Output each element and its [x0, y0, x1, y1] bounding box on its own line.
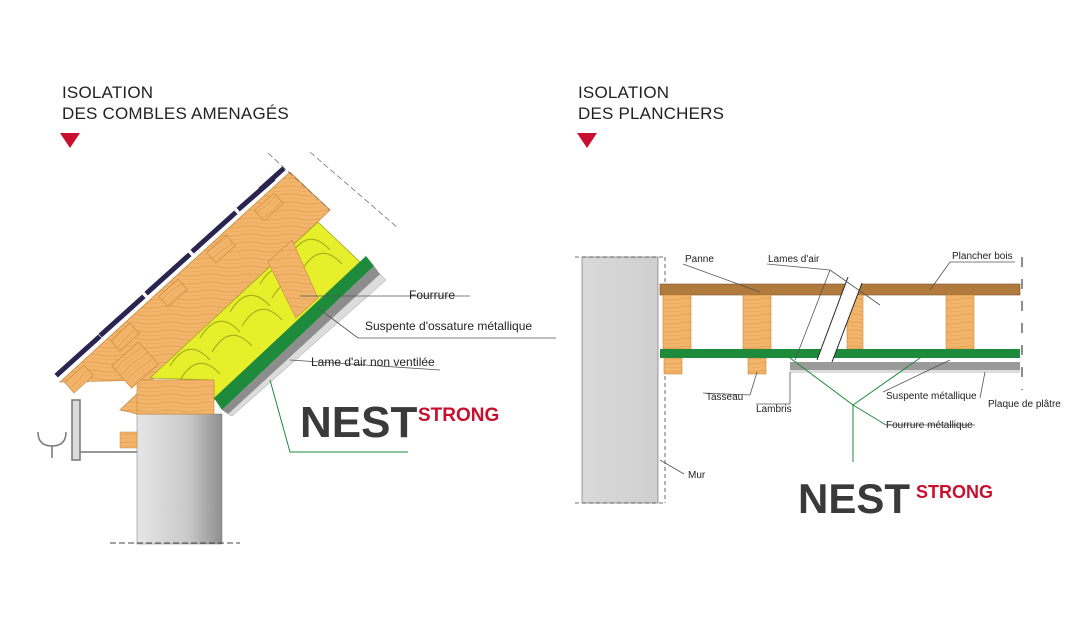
label-fourrure-metallique: Fourrure métallique — [886, 420, 973, 431]
down-triangle-icon — [577, 133, 597, 148]
label-lame-air: Lame d'air non ventilée — [311, 355, 435, 369]
label-suspente: Suspente d'ossature métallique — [365, 319, 532, 333]
floor-board — [659, 283, 1021, 296]
label-plaque-platre: Plaque de plâtre — [988, 399, 1061, 410]
left-brand-name: NEST — [300, 398, 417, 447]
left-heading-line2: DES COMBLES AMENAGÉS — [62, 104, 289, 123]
right-wall — [581, 256, 659, 504]
right-heading: ISOLATION DES PLANCHERS — [578, 82, 724, 124]
label-mur: Mur — [688, 470, 706, 481]
green-membrane — [214, 256, 374, 410]
label-lambris: Lambris — [756, 404, 792, 415]
left-wall — [136, 413, 223, 545]
label-tasseau: Tasseau — [706, 392, 743, 403]
floor-green-membrane — [660, 349, 1020, 358]
label-lames-air: Lames d'air — [768, 254, 820, 265]
gutter-icon — [37, 399, 137, 461]
left-heading: ISOLATION DES COMBLES AMENAGÉS — [62, 82, 289, 124]
floor-section: Panne Lames d'air Plancher bois Tasseau … — [575, 251, 1061, 522]
down-triangle-icon — [60, 133, 80, 148]
label-panne: Panne — [685, 254, 714, 265]
label-fourrure: Fourrure — [409, 288, 455, 302]
right-heading-line2: DES PLANCHERS — [578, 104, 725, 123]
left-heading-line1: ISOLATION — [62, 83, 154, 102]
label-plancher-bois: Plancher bois — [952, 251, 1013, 262]
right-brand-variant: STRONG — [916, 482, 993, 502]
roof-section: Fourrure Suspente d'ossature métallique … — [37, 151, 556, 545]
label-suspente-metallique: Suspente métallique — [886, 391, 977, 402]
left-brand-variant: STRONG — [418, 405, 499, 426]
right-brand-name: NEST — [798, 475, 910, 522]
right-heading-line1: ISOLATION — [578, 83, 670, 102]
